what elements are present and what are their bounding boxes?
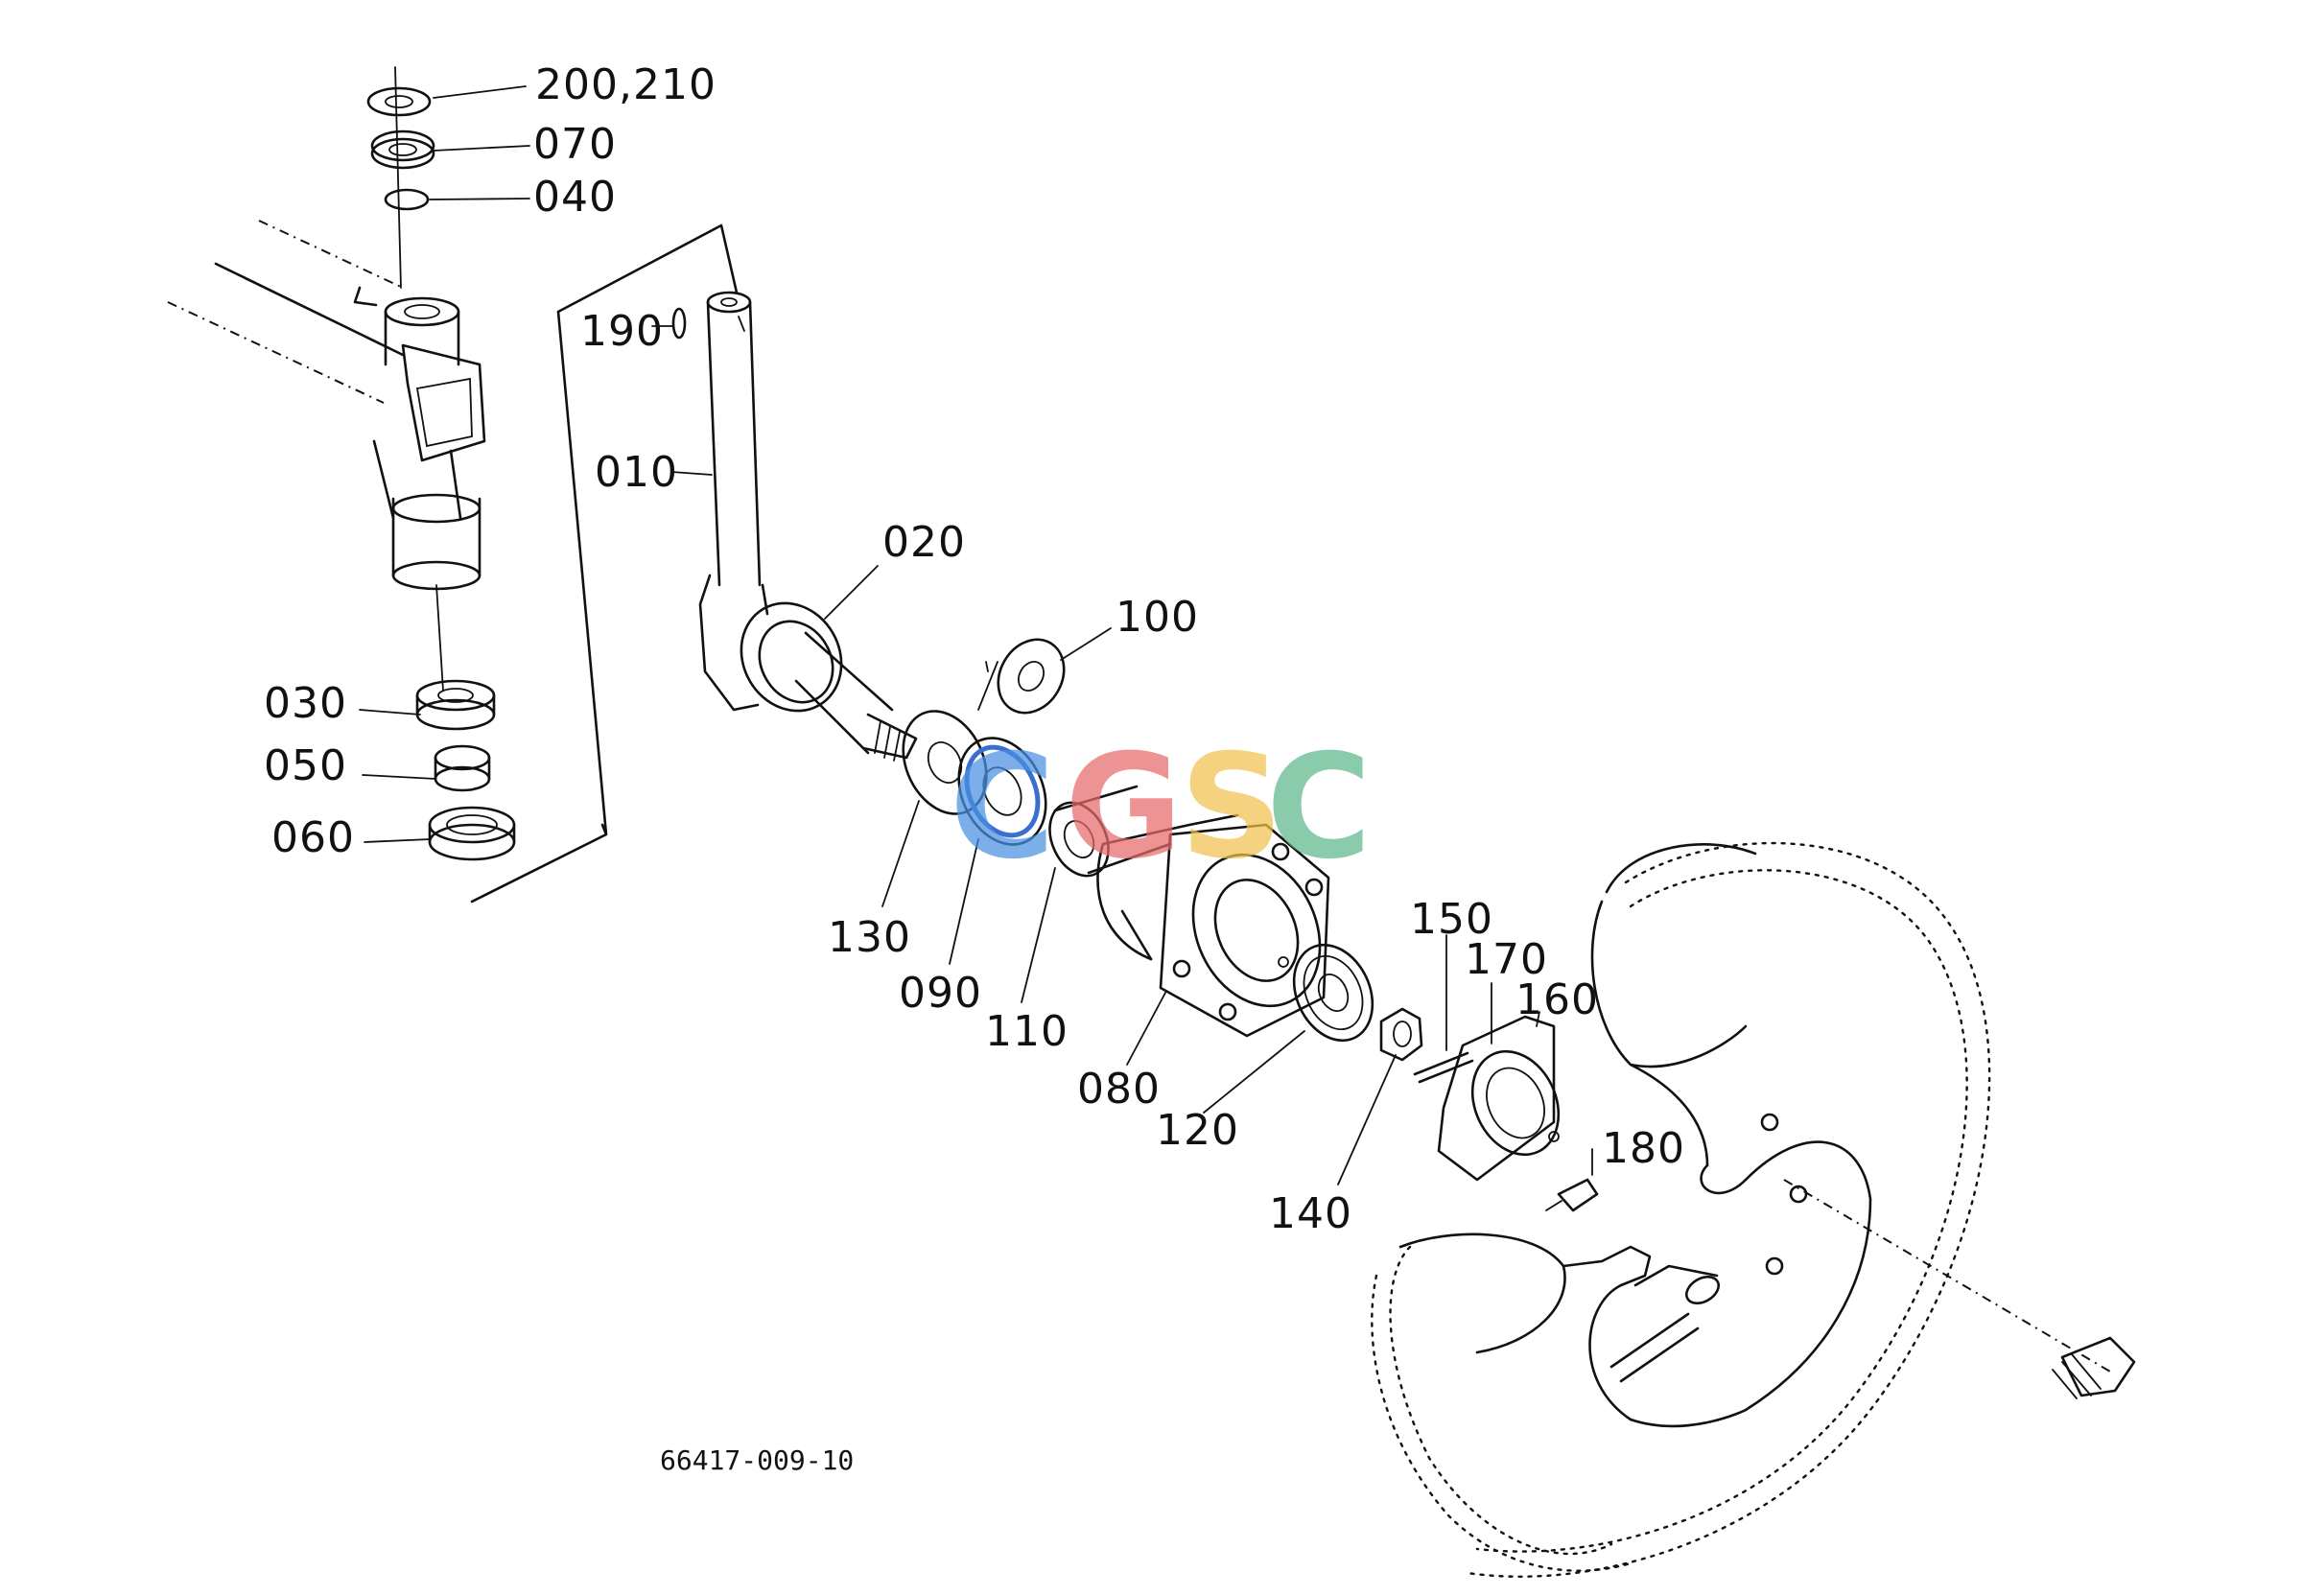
label-130: 130 — [828, 913, 911, 962]
front-axle-frame — [167, 220, 486, 591]
label-020: 020 — [882, 518, 966, 567]
hub-080 — [1096, 813, 1330, 1038]
label-090: 090 — [899, 969, 982, 1018]
part-labels: 200,210 070 040 190 010 020 100 030 050 … — [264, 60, 1685, 1476]
group-bracket-top — [556, 223, 739, 314]
label-150: 150 — [1410, 895, 1493, 944]
upper-washers — [366, 66, 435, 289]
knuckle-spindle — [698, 574, 918, 762]
leader-lines — [359, 85, 1593, 1185]
drawing-code: 66417-009-10 — [660, 1444, 854, 1476]
king-pin-shaft — [671, 291, 762, 587]
label-140: 140 — [1269, 1189, 1352, 1238]
castle-nut-140 — [1379, 1007, 1423, 1062]
spacer-110 — [1048, 785, 1172, 878]
cotter-pin-150 — [1413, 1051, 1474, 1084]
watermark-letter-g: G — [1065, 724, 1183, 891]
watermark-letter-s: S — [1180, 724, 1283, 891]
label-050: 050 — [264, 741, 347, 790]
label-070: 070 — [533, 120, 617, 169]
label-010: 010 — [595, 448, 678, 497]
wheel-and-tire — [1371, 841, 2136, 1578]
watermark-letter-c2: C — [1266, 724, 1372, 891]
label-040: 040 — [533, 173, 617, 222]
label-100: 100 — [1116, 593, 1199, 642]
label-170: 170 — [1465, 935, 1548, 984]
label-200-210: 200,210 — [535, 60, 716, 109]
label-080: 080 — [1077, 1065, 1161, 1114]
label-160: 160 — [1515, 975, 1599, 1024]
hub-cap-170 — [1437, 1015, 1561, 1182]
washer-100 — [977, 638, 1066, 715]
label-190: 190 — [580, 307, 664, 356]
watermark-letter-c1: C — [950, 724, 1055, 891]
group-bracket-side — [470, 310, 608, 904]
grease-nipple-180 — [1545, 1178, 1599, 1212]
bearing-090 — [957, 737, 1047, 846]
label-180: 180 — [1602, 1124, 1685, 1173]
watermark-logo: C G S C — [950, 724, 1372, 891]
label-060: 060 — [271, 813, 355, 862]
label-110: 110 — [985, 1007, 1069, 1056]
bearing-120 — [1292, 943, 1374, 1043]
label-120: 120 — [1156, 1106, 1239, 1155]
label-030: 030 — [264, 679, 347, 728]
lower-bearing-stack — [415, 584, 516, 861]
